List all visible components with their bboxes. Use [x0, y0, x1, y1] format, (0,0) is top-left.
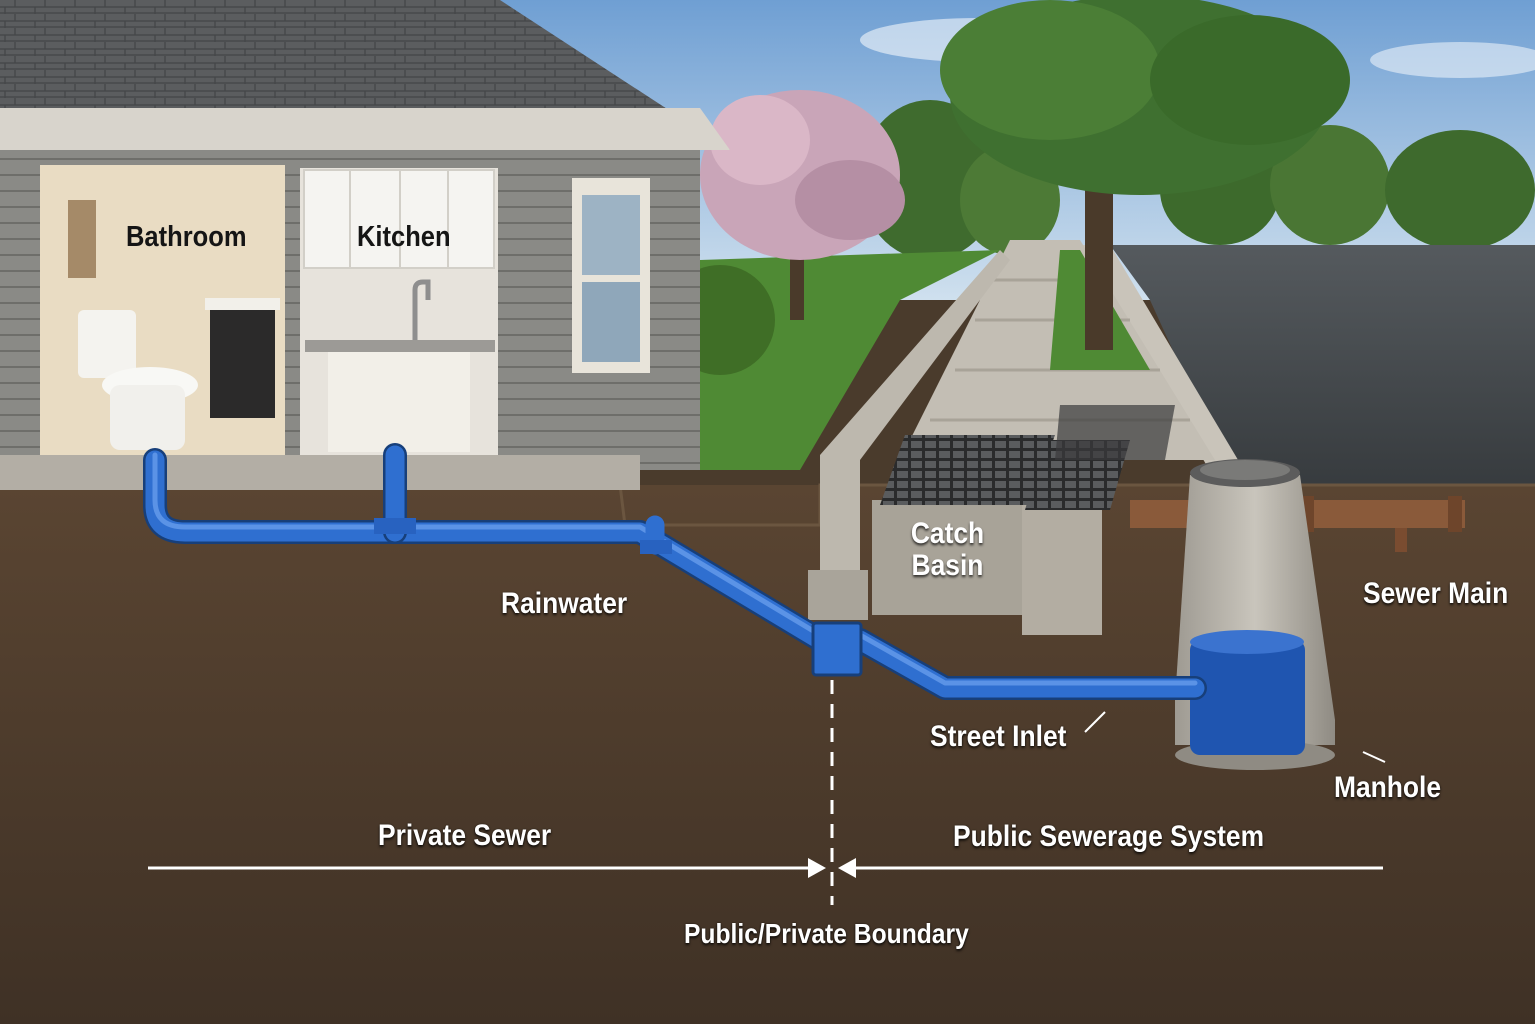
bathroom-label: Bathroom — [126, 221, 247, 253]
public-sewerage-system-label: Public Sewerage System — [953, 820, 1265, 853]
manhole — [1175, 459, 1335, 770]
foundation — [0, 455, 640, 490]
rainwater-label: Rainwater — [501, 587, 628, 620]
private-sewer-label: Private Sewer — [378, 819, 552, 852]
catch-basin-label-line1: Catch — [910, 517, 985, 550]
street-inlet-leader — [1084, 711, 1106, 733]
faucet — [412, 279, 431, 340]
blossom-tree — [700, 90, 905, 320]
curb — [1080, 245, 1250, 480]
street-tree — [940, 0, 1350, 350]
catch-basin — [872, 405, 1175, 635]
house-cutaway — [0, 0, 730, 490]
sewer-main-label: Sewer Main — [1363, 577, 1509, 610]
retaining-wall — [820, 250, 1010, 600]
vanity — [210, 300, 275, 418]
catch-basin-label: Catch Basin — [901, 518, 993, 581]
countertop — [305, 340, 495, 352]
toilet — [78, 310, 136, 378]
street-road — [1110, 245, 1535, 520]
sink-cabinet — [328, 352, 470, 452]
kitchen-label: Kitchen — [357, 221, 451, 253]
boundary-cleanout-box — [811, 621, 863, 677]
catch-basin-label-line2: Basin — [911, 548, 984, 582]
manhole-label: Manhole — [1334, 771, 1442, 804]
grate — [880, 435, 1055, 505]
street-inlet-label: Street Inlet — [930, 720, 1067, 753]
boundary-label: Public/Private Boundary — [684, 918, 969, 949]
manhole-leader — [1362, 751, 1386, 763]
manhole-chamber — [1190, 640, 1305, 755]
